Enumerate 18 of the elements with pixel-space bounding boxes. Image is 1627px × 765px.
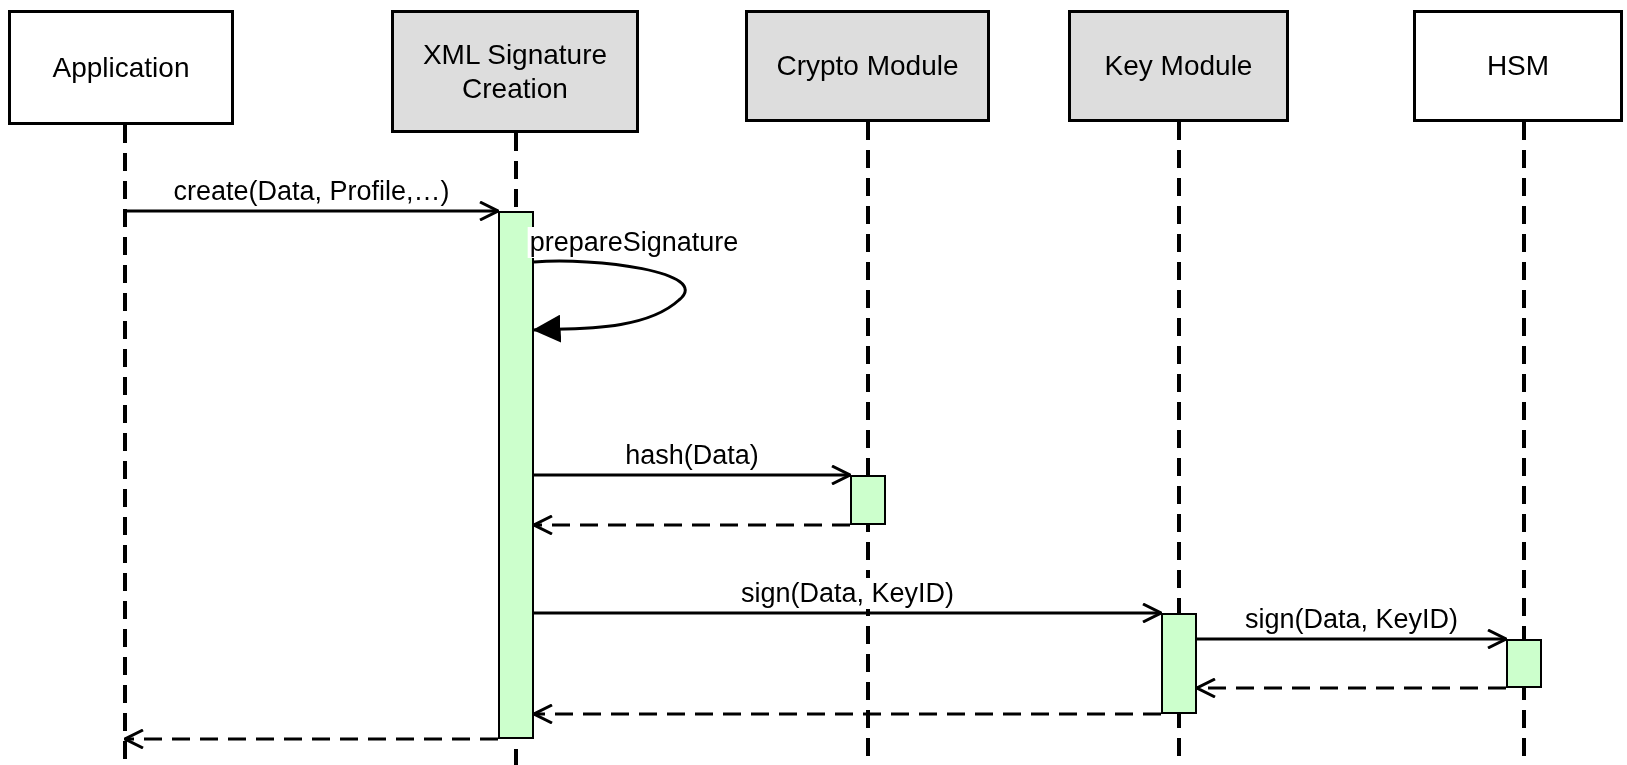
- return-arrow: [123, 728, 498, 750]
- participant-name: Crypto Module: [776, 49, 959, 83]
- message-arrow: [1197, 628, 1508, 650]
- message-arrow: [125, 200, 500, 222]
- message-label: prepareSignature: [527, 227, 741, 258]
- activation-bar: [1161, 613, 1197, 714]
- activation-bar: [1506, 639, 1542, 688]
- message-arrow: [534, 464, 852, 486]
- participant-name: HSM: [1486, 49, 1550, 83]
- self-message-arrow: [532, 259, 687, 343]
- message-arrow: [534, 602, 1163, 624]
- return-arrow: [532, 514, 850, 536]
- return-arrow: [1195, 677, 1506, 699]
- return-arrow: [532, 703, 1161, 725]
- participant-name: XML Signature Creation: [421, 37, 609, 106]
- participant-name: Key Module: [1104, 49, 1253, 83]
- activation-bar: [850, 475, 886, 525]
- participant-name: Application: [52, 50, 190, 85]
